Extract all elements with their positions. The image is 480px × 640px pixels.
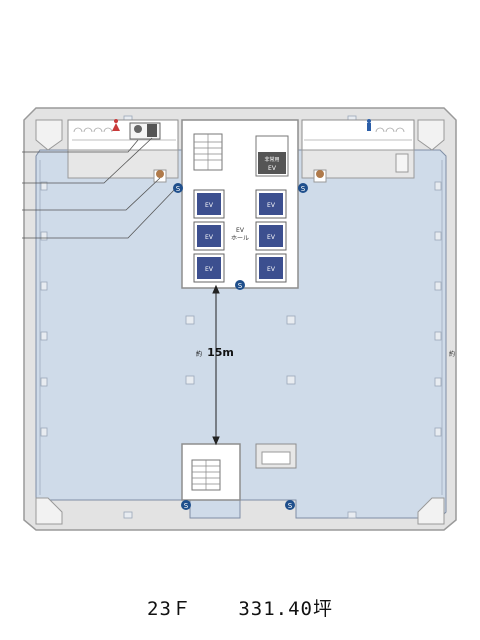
elevator-label: EV — [267, 234, 276, 241]
sprinkler-markers: S S S S S — [173, 183, 308, 510]
lower-core — [181, 443, 297, 501]
floor-plan: 非常用 EV EV EV EV EV EV — [22, 107, 457, 531]
elevator-car: EV — [193, 253, 225, 283]
window-mullions — [39, 160, 443, 495]
interior-columns — [40, 115, 442, 519]
restroom-left — [67, 119, 179, 179]
ev-hall-label-2: ホール — [231, 235, 249, 242]
male-restroom-icon — [367, 119, 371, 131]
service-ev-label-1: 非常用 — [264, 156, 279, 163]
stairs-icon — [193, 133, 223, 171]
area-label: 331.40坪 — [238, 598, 333, 620]
sprinkler-icon: S — [181, 500, 191, 510]
corner-columns — [35, 119, 445, 525]
elevator-label: EV — [267, 266, 276, 273]
elevator-car: EV — [255, 189, 287, 219]
sprinkler-label: S — [288, 502, 293, 510]
restroom-right — [301, 119, 415, 179]
elevator-car: EV — [255, 253, 287, 283]
elevator-car: EV — [193, 189, 225, 219]
sprinkler-icon: S — [235, 280, 245, 290]
distance-value: 15m — [207, 346, 234, 359]
distance-prefix: 約 — [196, 350, 202, 358]
sprinkler-label: S — [176, 185, 181, 193]
sprinkler-icon: S — [298, 183, 308, 193]
dimension-arrow — [212, 284, 220, 446]
elevator-car: EV — [255, 221, 287, 251]
side-note: 約 — [449, 350, 455, 358]
sprinkler-label: S — [301, 185, 306, 193]
sprinkler-label: S — [184, 502, 189, 510]
washbasin-icon — [134, 125, 142, 133]
female-restroom-icon — [112, 119, 120, 131]
leader-lines — [22, 137, 177, 239]
floor-caption: 23Ｆ 331.40坪 — [0, 594, 480, 621]
distance-label: 約 15m — [196, 341, 234, 360]
elevator-label: EV — [205, 266, 214, 273]
plant-icon — [313, 169, 327, 183]
elevator-label: EV — [267, 202, 276, 209]
elevator-label: EV — [205, 202, 214, 209]
sprinkler-label: S — [238, 282, 243, 290]
floor-label: 23Ｆ — [147, 598, 192, 620]
ev-hall-label-1: EV — [236, 227, 245, 234]
plant-icon — [153, 169, 167, 183]
elevator-car: EV — [193, 221, 225, 251]
elevator-label: EV — [205, 234, 214, 241]
sprinkler-icon: S — [285, 500, 295, 510]
service-ev-label-2: EV — [268, 165, 277, 172]
elevator-bank: EV EV EV EV EV EV — [193, 189, 287, 283]
sprinkler-icon: S — [173, 183, 183, 193]
service-elevator: 非常用 EV — [255, 135, 289, 177]
